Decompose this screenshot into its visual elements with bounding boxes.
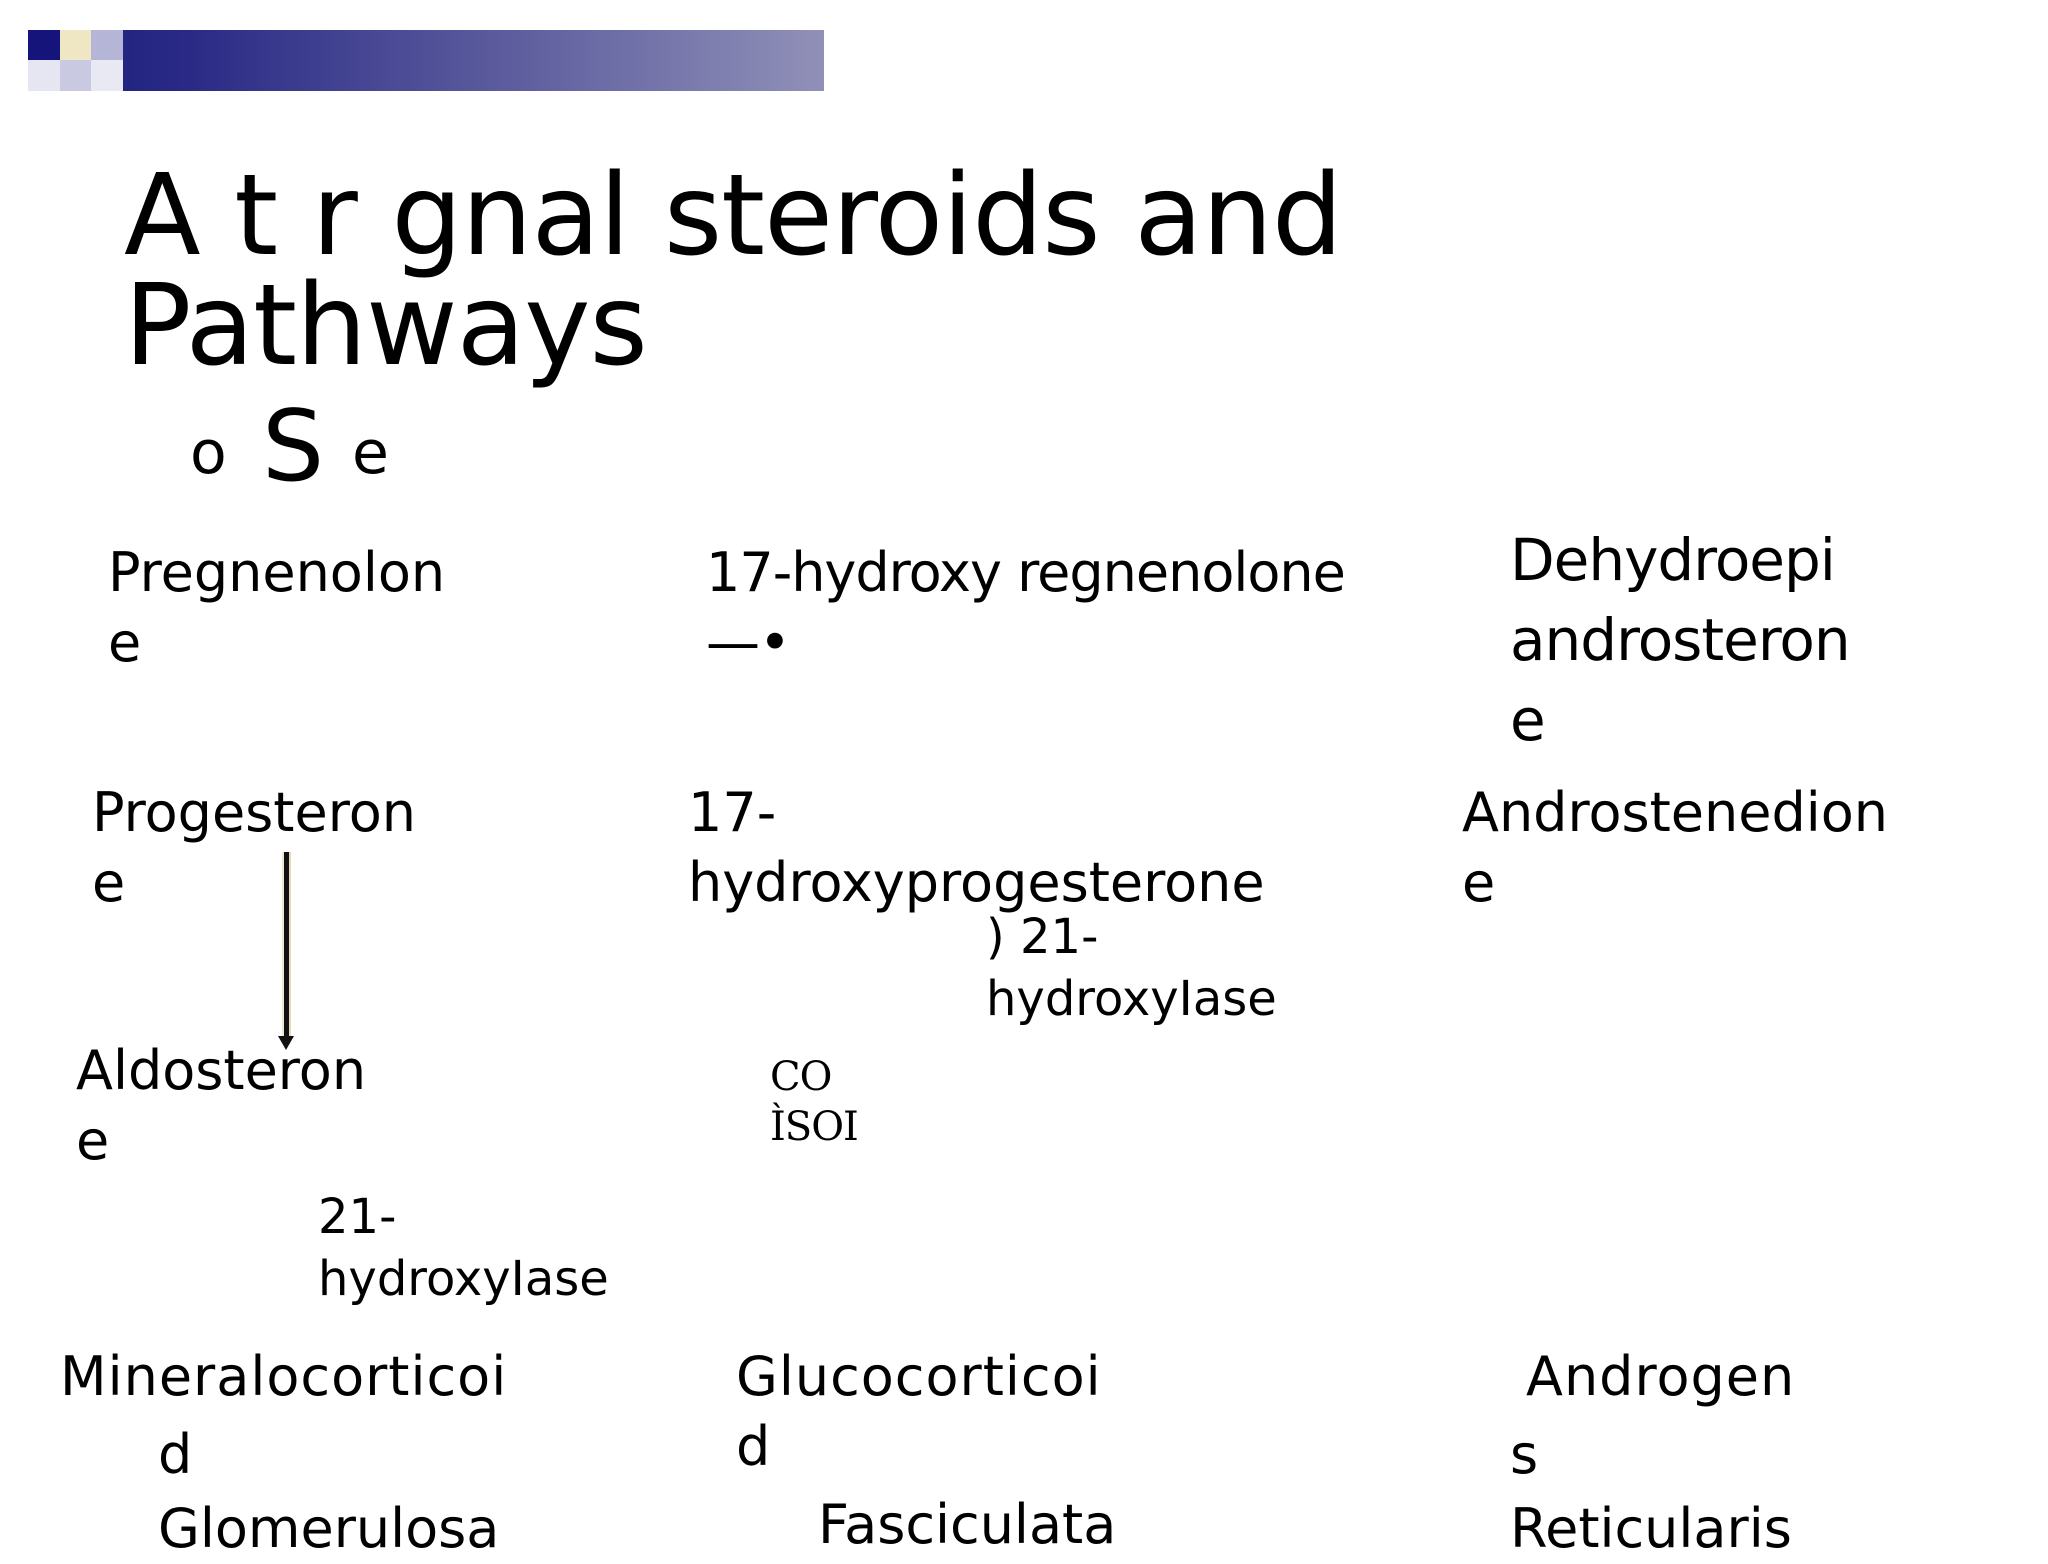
androgens-label: Androgen (1526, 1345, 1796, 1408)
enzyme-label-right: ) 21- hydroxyIase (986, 909, 1277, 1028)
dhea-label: Dehydroepi androsteron e (1510, 526, 1851, 755)
glucocorticoid-label: Glucocorticoi d (736, 1345, 1102, 1479)
title-fragment-e: e (352, 418, 389, 488)
hydroxy-progesterone-label: 17- hydroxyprogesterone (688, 781, 1265, 915)
slide-title-line2: Pathways (124, 261, 648, 391)
pregnenolone-label: Pregnenolon e (108, 541, 446, 675)
header-square-lavender (91, 30, 123, 60)
mineralocorticoid-label-end: d (158, 1423, 193, 1486)
header-decoration-bar (28, 30, 824, 91)
fasciculata-zone-label: Fasciculata (818, 1493, 1117, 1556)
cortisol-label: CO ÌSOI (770, 1054, 859, 1150)
pathway-arrow-head (278, 1036, 294, 1050)
header-square-dark (28, 30, 60, 60)
title-fragment-s: S (262, 390, 325, 504)
aldosterone-label: Aldosteron e (76, 1039, 367, 1173)
glomerulosa-zone-label: Glomerulosa (158, 1497, 500, 1560)
header-square-cream (60, 30, 91, 60)
androgens-label-end: s (1510, 1423, 1539, 1486)
mineralocorticoid-label: Mineralocorticoi (60, 1345, 508, 1408)
title-fragment-o: o (190, 418, 227, 488)
hydroxy-pregnenolone-label: 17-hydroxy regnenolone —• (706, 541, 1346, 675)
reticularis-zone-label: Reticularis (1510, 1497, 1792, 1560)
slide-title-line1: A t r gnal steroids and (124, 151, 1343, 281)
header-square-mid (91, 60, 123, 91)
androstenedione-label: Androstenedion e (1462, 781, 1889, 915)
pathway-arrow-line (284, 852, 289, 1040)
header-square-pale (60, 60, 91, 91)
enzyme-label-left: 21- hydroxyIase (318, 1189, 609, 1308)
header-square-light (28, 60, 60, 91)
progesterone-label: Progesteron e (92, 781, 416, 915)
